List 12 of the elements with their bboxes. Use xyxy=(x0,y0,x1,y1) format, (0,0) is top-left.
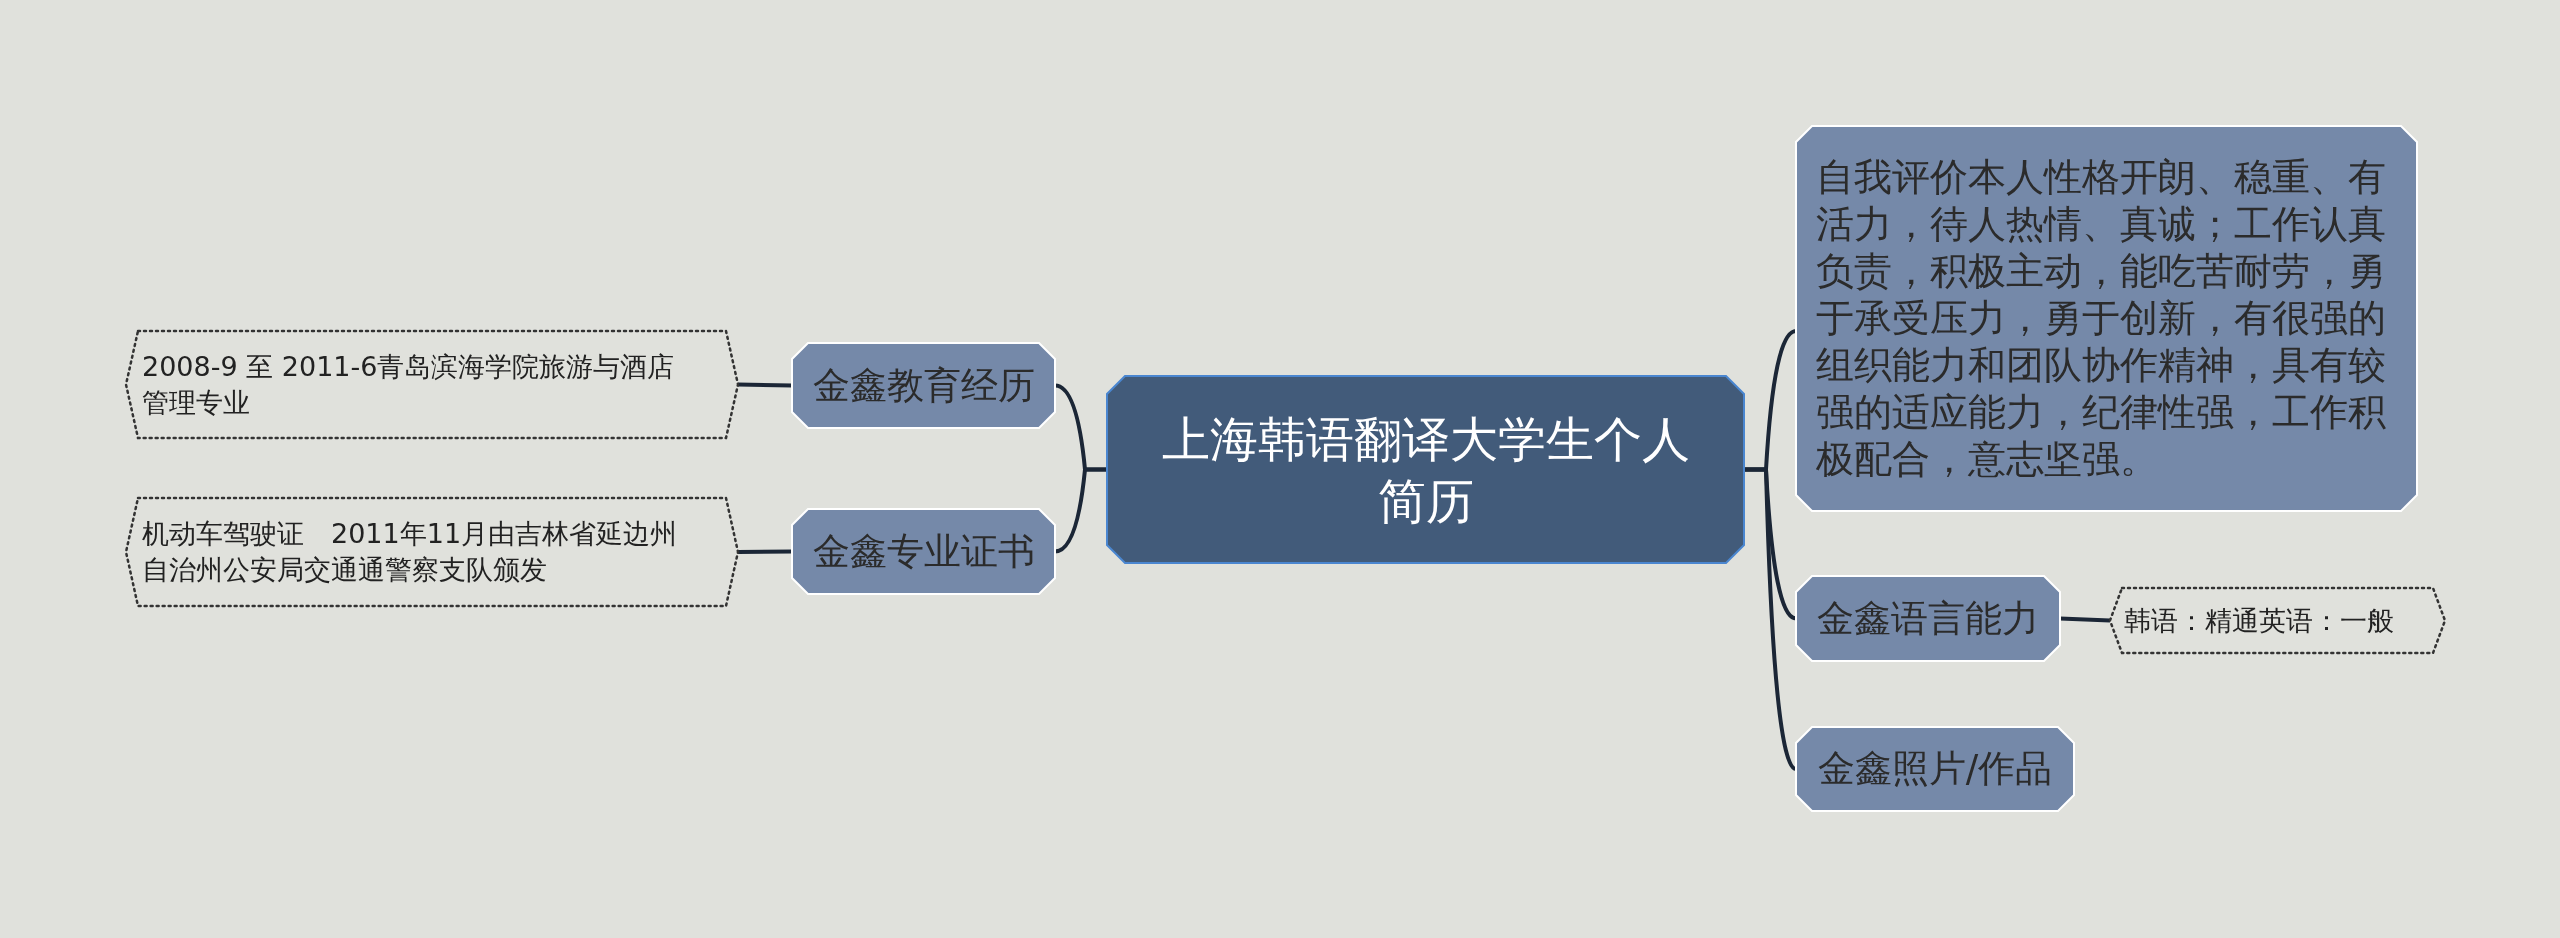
topic-box: 自我评价本人性格开朗、稳重、有活力，待人热情、真诚；工作认真负责，积极主动，能吃苦耐劳，勇于承受压力，勇于创新，有很强的组织能力和团队协作精神，具有较强的适应能力，纪律性强，工作积极配合，意志坚强。 xyxy=(1796,126,2417,511)
connector-line xyxy=(737,549,793,554)
detail-box: 2008-9 至 2011-6青岛滨海学院旅游与酒店管理专业 xyxy=(126,331,738,438)
connector-line xyxy=(737,382,793,388)
topic-box: 金鑫语言能力 xyxy=(1796,576,2060,661)
topic-box: 金鑫教育经历 xyxy=(792,343,1055,428)
detail-box: 机动车驾驶证 2011年11月由吉林省延边州自治州公安局交通通警察支队颁发 xyxy=(126,498,738,606)
detail-box: 韩语：精通英语：一般 xyxy=(2110,588,2445,653)
connector-line xyxy=(1744,467,1797,771)
topic-box: 金鑫专业证书 xyxy=(792,509,1055,594)
central-topic-box: 上海韩语翻译大学生个人简历 xyxy=(1107,376,1744,563)
topic-box: 金鑫照片/作品 xyxy=(1796,727,2074,811)
